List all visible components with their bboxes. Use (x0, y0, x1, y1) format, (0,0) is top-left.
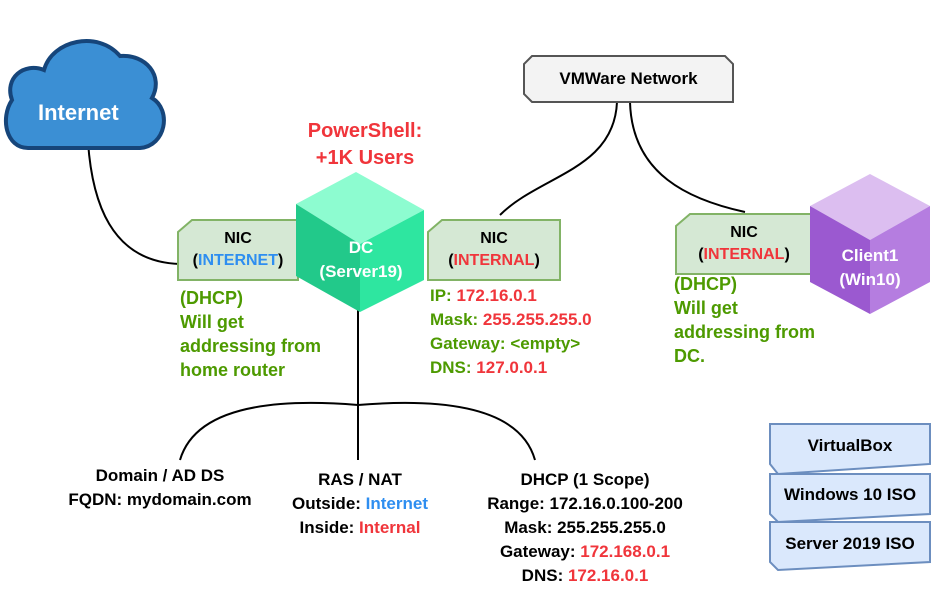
dc-label-line-1: DC (348, 238, 374, 257)
dc-dns-value: 127.0.0.1 (476, 358, 548, 377)
nic-client-internal-label: NIC (INTERNAL) (676, 222, 812, 266)
nic-dc-internal-shape (427, 219, 561, 281)
dc-ip-line: IP: 172.16.0.1 (430, 286, 537, 305)
dc-dns-line: DNS: 127.0.0.1 (430, 358, 548, 377)
connector-vmware-to-dc (499, 101, 618, 216)
client-nic-note-line: addressing from (674, 322, 816, 342)
internet-nic-note-line: (DHCP) (180, 288, 243, 308)
client-cube-side (870, 206, 930, 314)
role-rasnat-inside: Inside: Internal (299, 518, 421, 537)
connector-vmware-to-client (629, 101, 746, 213)
dc-ip-config: IP: 172.16.0.1 Mask: 255.255.255.0 Gatew… (430, 284, 592, 380)
nic-internet-title: NIC (224, 230, 252, 247)
nic-dc-internal-name: INTERNAL (453, 252, 535, 269)
connector-internet-to-nic (87, 141, 181, 265)
role-dhcp-range: Range: 172.16.0.100-200 (487, 494, 683, 513)
role-dhcp-title: DHCP (1 Scope) (520, 470, 650, 489)
role-adds-title: Domain / AD DS (95, 466, 225, 485)
role-dhcp-gateway-value: 172.168.0.1 (580, 542, 671, 561)
dc-cube-side (360, 210, 424, 312)
internet-label: Internet (38, 100, 119, 125)
dc-label: DC (Server19) (298, 236, 424, 284)
dc-mask-line: Mask: 255.255.255.0 (430, 310, 592, 329)
client-nic-note-line: Will get (674, 298, 738, 318)
dc-cube-front (296, 204, 360, 312)
role-dhcp-gateway: Gateway: 172.168.0.1 (499, 542, 671, 561)
role-rasnat-outside-value: Internet (365, 494, 428, 513)
dc-cube-top (296, 172, 424, 244)
nic-dc-internal-label: NIC (INTERNAL) (428, 228, 560, 272)
client-cube-front (810, 206, 870, 314)
dc-gateway-line: Gateway: <empty> (430, 334, 581, 353)
role-dhcp-dns-value: 172.16.0.1 (567, 566, 649, 585)
nic-internet-label: NIC (INTERNET) (178, 228, 298, 272)
dc-label-line-2: (Server19) (319, 262, 403, 281)
powershell-line-1: PowerShell: (307, 120, 423, 142)
client-nic-note-line: (DHCP) (674, 274, 737, 294)
client-label-line-2: (Win10) (839, 270, 901, 289)
dc-mask-value: 255.255.255.0 (482, 310, 592, 329)
role-rasnat-title: RAS / NAT (318, 470, 402, 489)
nic-client-internal-title: NIC (730, 224, 758, 241)
role-adds: Domain / AD DS FQDN: mydomain.com (40, 464, 280, 512)
internet-nic-note-line: addressing from (180, 336, 322, 356)
vmware-network-label: VMWare Network (559, 69, 698, 88)
role-rasnat-outside: Outside: Internet (291, 494, 428, 513)
doc-win10-label: Windows 10 ISO (783, 485, 917, 504)
nic-internet-subtitle: (INTERNET) (192, 252, 284, 269)
client-label-line-1: Client1 (841, 246, 899, 265)
nic-internet-name: INTERNET (198, 252, 278, 269)
nic-dc-internal-subtitle: (INTERNAL) (448, 252, 540, 269)
vmware-network-box (523, 55, 734, 103)
client-nic-note: (DHCP) Will get addressing from DC. (674, 272, 815, 368)
internet-nic-note-line: home router (180, 360, 286, 380)
dc-gateway-value: <empty> (510, 334, 581, 353)
role-rasnat: RAS / NAT Outside: Internet Inside: Inte… (270, 468, 450, 540)
role-rasnat-inside-value: Internal (359, 518, 421, 537)
role-dhcp-mask: Mask: 255.255.255.0 (504, 518, 666, 537)
doc-win10-shape (769, 473, 931, 524)
nic-client-internal-subtitle: (INTERNAL) (698, 246, 790, 263)
client-label: Client1 (Win10) (820, 244, 920, 292)
cloud-icon (3, 39, 166, 150)
doc-virtualbox-label: VirtualBox (807, 436, 893, 455)
client-nic-note-line: DC. (674, 346, 705, 366)
internet-nic-note-line: Will get (180, 312, 244, 332)
doc-server2019-shape (769, 521, 931, 572)
nic-client-internal-name: INTERNAL (703, 246, 785, 263)
role-dhcp-dns: DNS: 172.16.0.1 (521, 566, 649, 585)
doc-server2019-label: Server 2019 ISO (785, 534, 915, 553)
powershell-line-2: +1K Users (315, 147, 415, 169)
powershell-note: PowerShell: +1K Users (290, 118, 440, 172)
internet-nic-note: (DHCP) Will get addressing from home rou… (180, 286, 321, 382)
role-adds-fqdn: FQDN: mydomain.com (68, 490, 252, 509)
client-cube-top (810, 174, 930, 240)
dc-ip-value: 172.16.0.1 (456, 286, 537, 305)
role-dhcp: DHCP (1 Scope) Range: 172.16.0.100-200 M… (460, 468, 710, 588)
roles-arc (179, 401, 536, 461)
nic-dc-internal-title: NIC (480, 230, 508, 247)
doc-virtualbox-shape (769, 423, 931, 476)
